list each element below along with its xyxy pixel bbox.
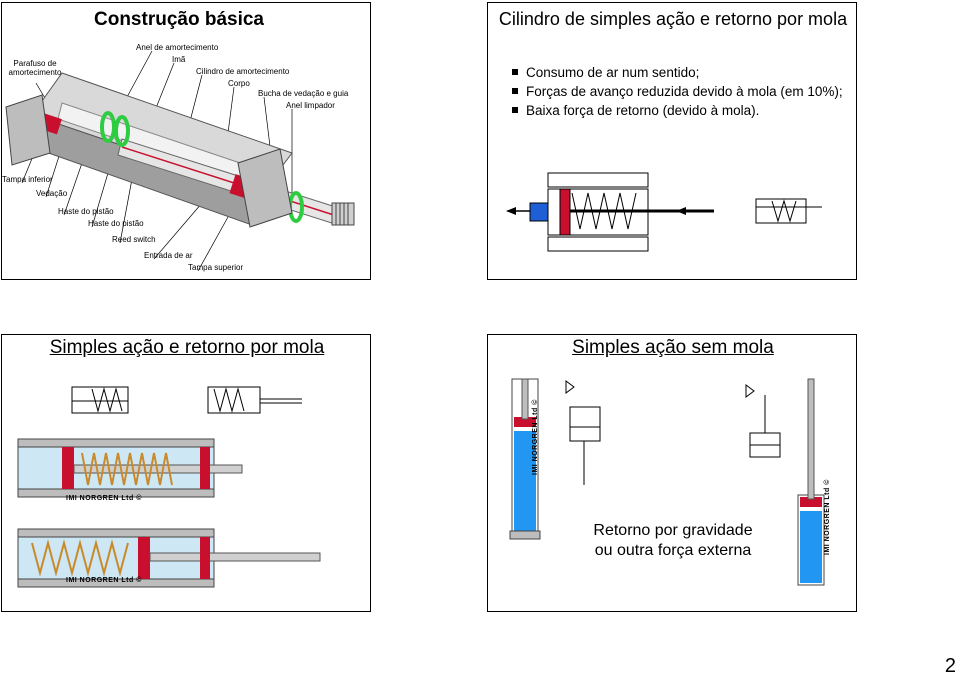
label-cilindro-amortecimento: Cilindro de amortecimento: [196, 67, 290, 76]
label-entrada-ar: Entrada de ar: [144, 251, 193, 260]
slide-title: Simples ação e retorno por mola: [49, 337, 325, 358]
slide-title: Construção básica: [94, 9, 264, 30]
label-tampa-inferior: Tampa inferior: [2, 175, 53, 184]
bullet-item: Baixa força de retorno (devido à mola).: [512, 101, 856, 120]
slide-construcao-basica: Construção básica Parafuso de amortecime…: [1, 2, 371, 280]
label-bucha: Bucha de vedação e guia: [258, 89, 349, 98]
cylinder-diagrams: [17, 386, 321, 588]
label-vedacao: Vedação: [36, 189, 68, 198]
spring-cylinder-section: [506, 172, 822, 252]
vertical-cylinder-diagrams: [509, 378, 825, 586]
slide-simples-acao-sem-mola: Simples ação sem mola IMI NORGREN Ltd © …: [487, 334, 857, 612]
brand-label: IMI NORGREN Ltd ©: [532, 399, 539, 475]
brand-label: IMI NORGREN Ltd ©: [824, 479, 831, 555]
slide-title: Simples ação sem mola: [572, 337, 774, 358]
label-reed-switch: Reed switch: [112, 235, 156, 244]
brand-label: IMI NORGREN Ltd ©: [66, 577, 142, 584]
caption: Retorno por gravidade ou outra força ext…: [593, 522, 753, 559]
label-tampa-superior: Tampa superior: [188, 263, 244, 272]
label-corpo: Corpo: [228, 79, 250, 88]
label-parafuso: Parafuso de amortecimento: [8, 59, 62, 77]
bullet-item: Forças de avanço reduzida devido à mola …: [512, 82, 856, 101]
label-haste-2: Haste do pistão: [88, 219, 144, 228]
slide-simples-acao-mola: Cilindro de simples ação e retorno por m…: [487, 2, 857, 280]
slide-title: Cilindro de simples ação e retorno por m…: [498, 9, 848, 29]
label-ima: Imã: [172, 55, 186, 64]
label-anel-limpador: Anel limpador: [286, 101, 335, 110]
slide-simples-acao-retorno-mola: Simples ação e retorno por mola IMI NORG…: [1, 334, 371, 612]
cylinder-cutaway-illustration: [5, 50, 355, 272]
label-anel-amortecimento: Anel de amortecimento: [136, 43, 219, 52]
page-number: 2: [944, 655, 956, 677]
bullet-list: Consumo de ar num sentido; Forças de ava…: [512, 63, 856, 120]
brand-label: IMI NORGREN Ltd ©: [66, 495, 142, 502]
bullet-item: Consumo de ar num sentido;: [512, 63, 856, 82]
label-haste-1: Haste do pistão: [58, 207, 114, 216]
